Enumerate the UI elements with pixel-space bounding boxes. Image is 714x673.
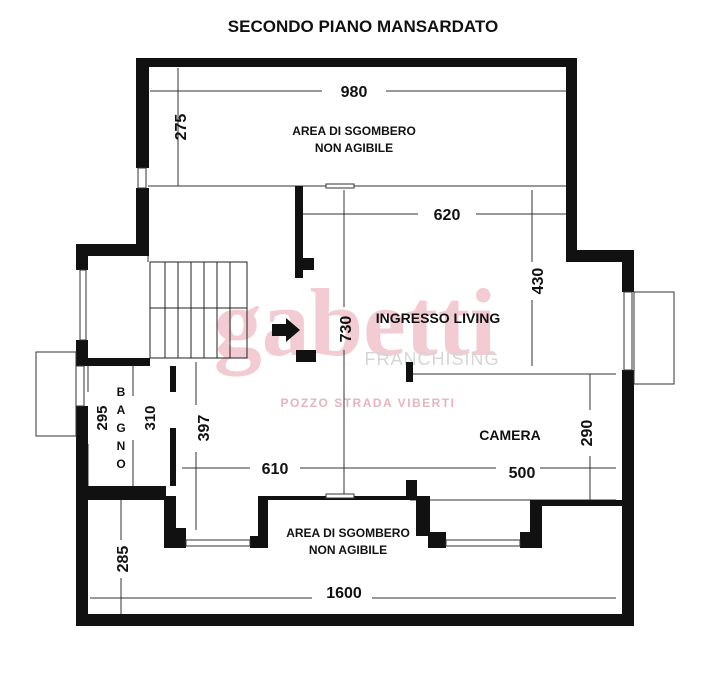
dim-hall-height: 397 xyxy=(196,415,213,442)
dim-bottom-height: 285 xyxy=(115,546,132,573)
attic-bottom-label-1: AREA DI SGOMBERO xyxy=(286,526,410,540)
camera-label: CAMERA xyxy=(479,427,540,443)
windows xyxy=(35,167,675,547)
dim-hall-width: 610 xyxy=(262,461,289,478)
living-label: INGRESSO LIVING xyxy=(376,310,501,326)
dim-central-height: 730 xyxy=(338,316,355,343)
plan-title: SECONDO PIANO MANSARDATO xyxy=(228,17,498,36)
watermark-agency: POZZO STRADA VIBERTI xyxy=(281,396,456,410)
watermark-franchising: FRANCHISING xyxy=(364,349,499,369)
dim-bagno-height: 310 xyxy=(142,405,159,430)
walls xyxy=(76,58,634,626)
bagno-letter-1: B xyxy=(117,385,126,399)
bagno-letter-2: A xyxy=(117,403,126,417)
dim-living-height: 430 xyxy=(530,268,547,295)
dim-living-width: 620 xyxy=(434,207,461,224)
bagno-letter-5: O xyxy=(116,457,125,471)
dim-bottom-width: 1600 xyxy=(326,585,362,602)
entrance-arrow-icon xyxy=(272,318,300,342)
bagno-letter-4: N xyxy=(117,439,126,453)
staircase xyxy=(149,261,248,359)
dim-left-height: 295 xyxy=(94,405,111,430)
dim-camera-width: 500 xyxy=(509,465,536,482)
bagno-letter-3: G xyxy=(116,421,125,435)
watermark: gabetti FRANCHISING POZZO STRADA VIBERTI xyxy=(214,269,499,410)
dim-top-width: 980 xyxy=(341,84,368,101)
dimension-labels: 980 275 620 430 730 295 310 397 610 500 … xyxy=(94,84,596,602)
watermark-logo: gabetti xyxy=(214,269,497,376)
attic-top-label-2: NON AGIBILE xyxy=(315,141,393,155)
dim-camera-height: 290 xyxy=(579,420,596,447)
attic-top-label-1: AREA DI SGOMBERO xyxy=(292,124,416,138)
dim-top-height: 275 xyxy=(173,114,190,141)
room-labels: AREA DI SGOMBERO NON AGIBILE INGRESSO LI… xyxy=(116,124,540,557)
attic-bottom-label-2: NON AGIBILE xyxy=(309,543,387,557)
